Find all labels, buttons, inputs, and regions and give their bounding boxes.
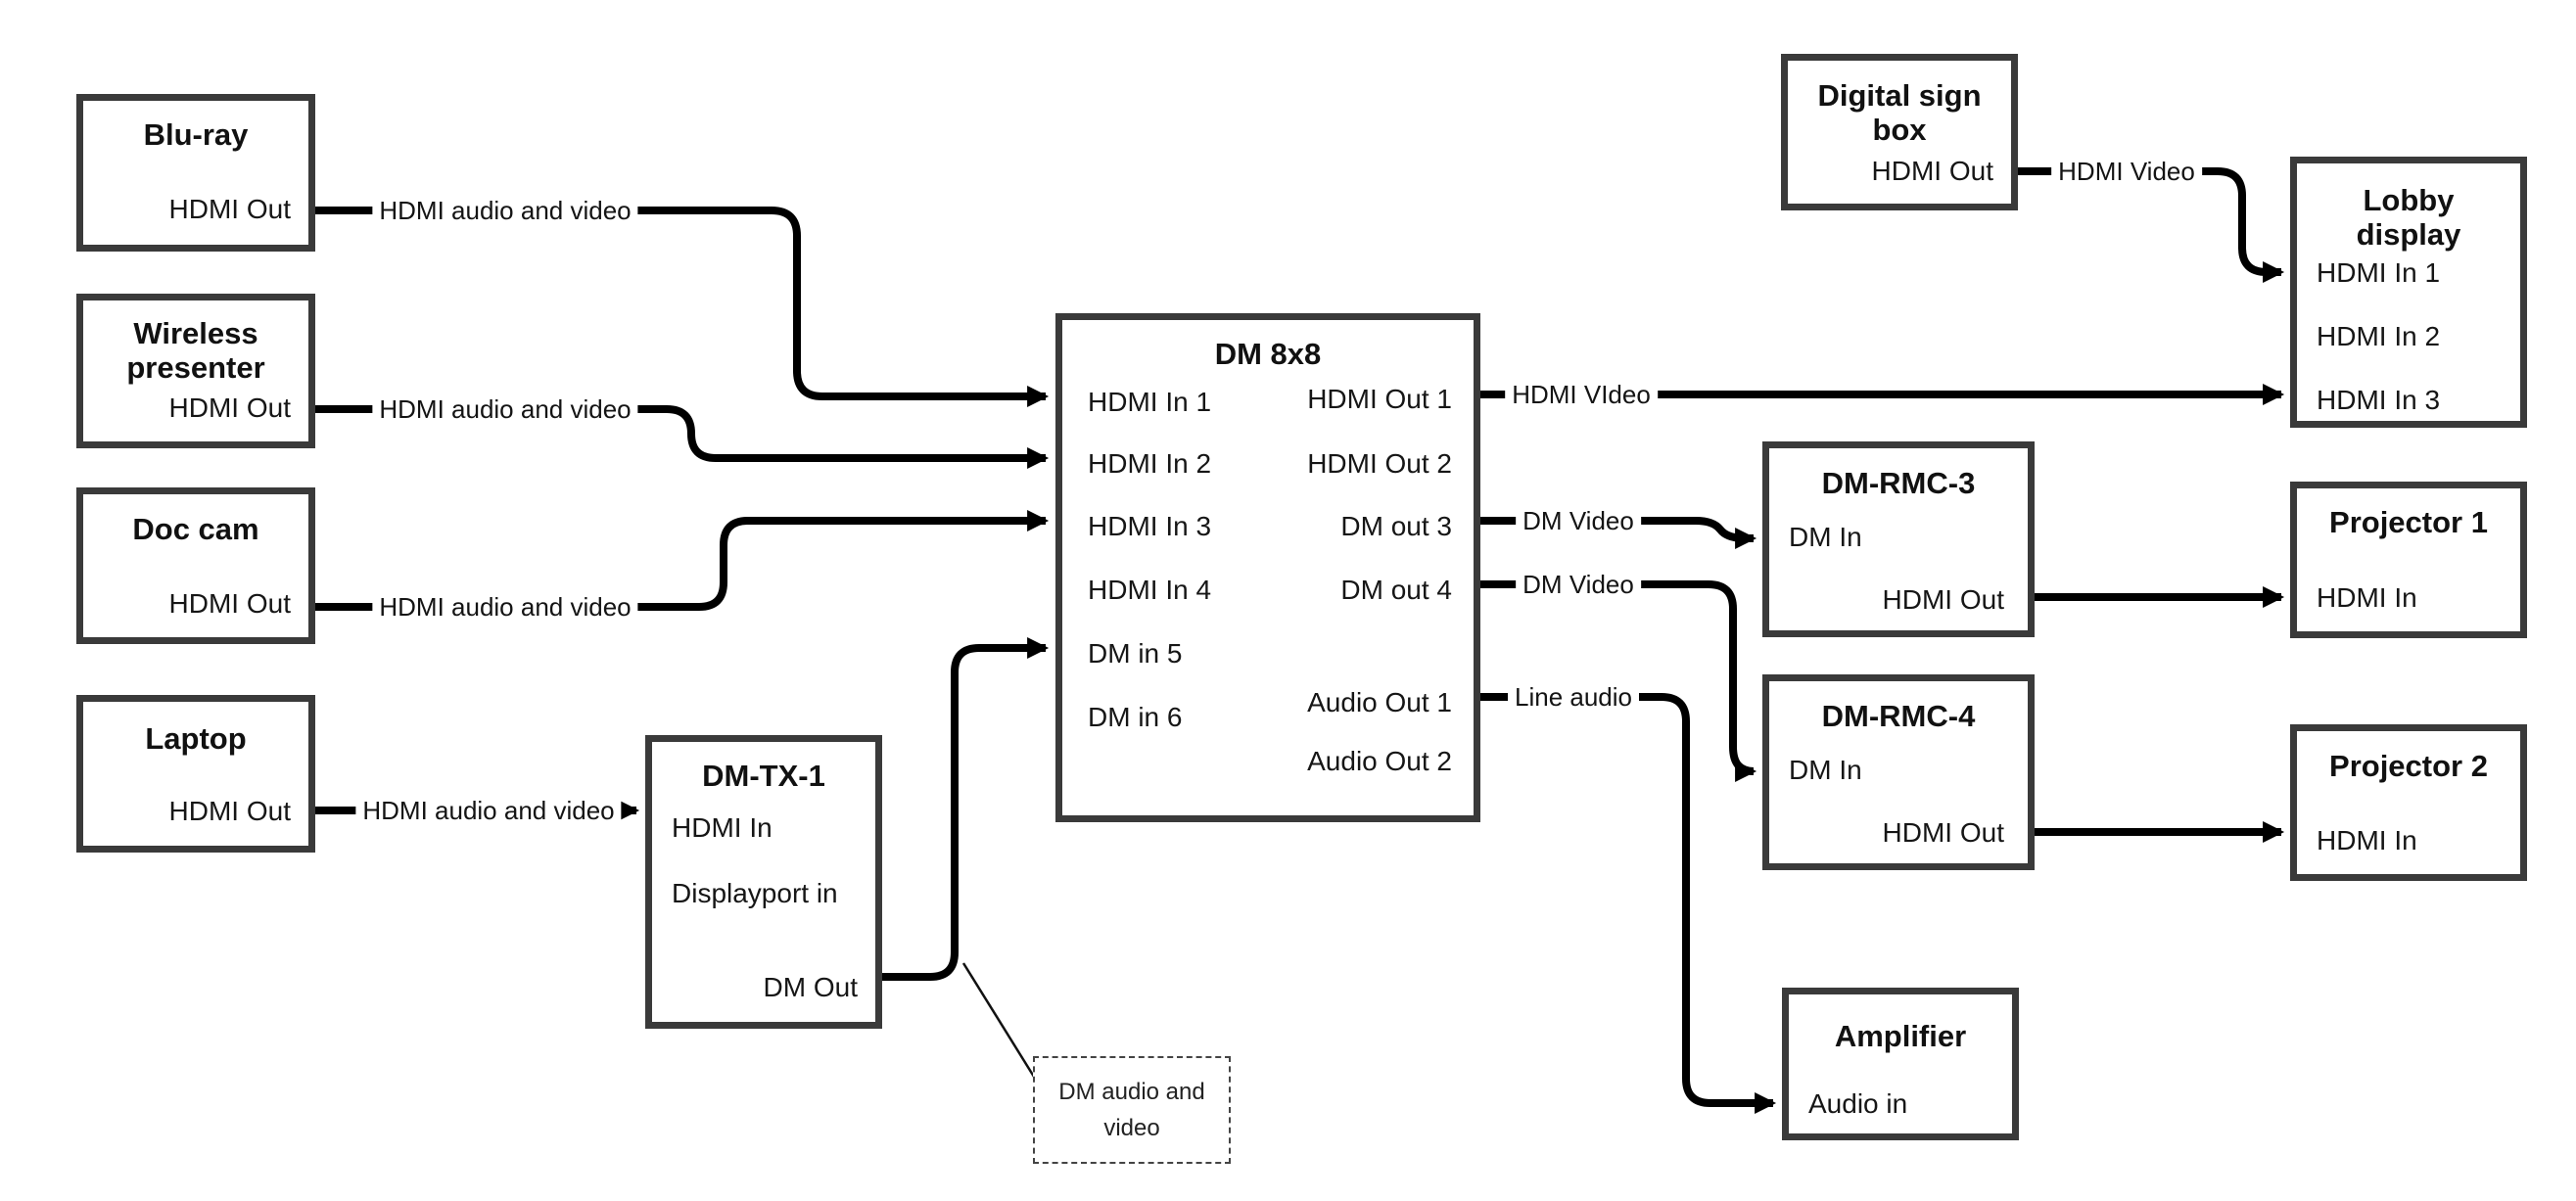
node-dm-8x8-port-audio-out-2: Audio Out 2 [1307, 746, 1452, 776]
node-dm-8x8-port-dm-out-4: DM out 4 [1340, 575, 1452, 605]
cable-dm8x8-dmout4-to-dmrmc4-dm-in [1480, 580, 1757, 782]
node-projector-2-title: Projector 2 [2329, 749, 2488, 783]
node-dm-8x8-port-dm-in-5: DM in 5 [1088, 638, 1183, 669]
node-dm-8x8-port-audio-out-1: Audio Out 1 [1307, 687, 1452, 717]
edge-label-bluray-hdmi-av: HDMI audio and video [372, 196, 638, 225]
cable-digitalsign-to-lobby-hdmi-in1 [2018, 167, 2285, 283]
edge-label-laptop-hdmi-av: HDMI audio and video [355, 796, 622, 825]
node-dm-8x8-title: DM 8x8 [1214, 337, 1322, 371]
node-wireless-presenter: Wireless presenter HDMI Out [76, 294, 315, 448]
node-laptop-title: Laptop [145, 721, 247, 756]
cable-wireless-to-dm8x8-hdmi-in2 [315, 405, 1050, 469]
node-dm-8x8: DM 8x8 HDMI In 1 HDMI In 2 HDMI In 3 HDM… [1055, 313, 1480, 822]
node-dm-8x8-port-hdmi-in-2: HDMI In 2 [1088, 448, 1212, 479]
note-leader-line [961, 962, 1036, 1078]
node-projector-1-port-hdmi-in: HDMI In [2317, 582, 2417, 613]
node-dm-8x8-port-hdmi-out-2: HDMI Out 2 [1307, 448, 1452, 479]
node-projector-1: Projector 1 HDMI In [2290, 482, 2527, 638]
node-projector-1-title: Projector 1 [2329, 505, 2488, 539]
node-wireless-presenter-title: Wireless presenter [126, 316, 265, 385]
cable-dmtx1-dmout-to-dm8x8-dm-in5 [882, 637, 1050, 981]
node-dm-8x8-port-dm-out-3: DM out 3 [1340, 511, 1452, 541]
node-dm-rmc-4-port-hdmi-out: HDMI Out [1882, 817, 2004, 848]
node-dm-rmc-4: DM-RMC-4 DM In HDMI Out [1762, 674, 2035, 870]
node-bluray-port-hdmi-out: HDMI Out [168, 194, 291, 224]
node-digital-sign-port-hdmi-out: HDMI Out [1871, 156, 1993, 186]
node-lobby-display: Lobby display HDMI In 1 HDMI In 2 HDMI I… [2290, 157, 2527, 428]
edge-label-digitalsign-hdmi-video: HDMI Video [2051, 157, 2202, 186]
cable-doccam-to-dm8x8-hdmi-in3 [315, 510, 1050, 611]
node-dm-rmc-3-port-hdmi-out: HDMI Out [1882, 584, 2004, 615]
node-projector-2: Projector 2 HDMI In [2290, 724, 2527, 881]
node-doc-cam: Doc cam HDMI Out [76, 487, 315, 644]
edge-label-dm-video-out4: DM Video [1516, 570, 1641, 599]
node-dm-tx-1-title: DM-TX-1 [702, 759, 825, 793]
node-doc-cam-title: Doc cam [132, 512, 259, 546]
node-dm-rmc-4-title: DM-RMC-4 [1821, 699, 1976, 733]
edge-label-dm-video-out3: DM Video [1516, 506, 1641, 535]
node-dm-8x8-port-hdmi-in-4: HDMI In 4 [1088, 575, 1212, 605]
edge-label-line-audio: Line audio [1508, 682, 1639, 712]
node-lobby-port-hdmi-in-3: HDMI In 3 [2317, 385, 2441, 415]
node-dm-tx-1: DM-TX-1 HDMI In Displayport in DM Out [645, 735, 882, 1029]
node-dm-rmc-4-port-dm-in: DM In [1789, 755, 1862, 785]
node-amplifier: Amplifier Audio in [1782, 988, 2019, 1140]
node-projector-2-port-hdmi-in: HDMI In [2317, 825, 2417, 855]
cable-dm8x8-dmout3-to-dmrmc3-dm-in [1480, 517, 1757, 549]
node-doc-cam-port-hdmi-out: HDMI Out [168, 588, 291, 619]
node-lobby-port-hdmi-in-1: HDMI In 1 [2317, 257, 2441, 288]
node-dm-tx-1-port-dm-out: DM Out [763, 972, 858, 1002]
node-wireless-port-hdmi-out: HDMI Out [168, 393, 291, 423]
edge-label-doccam-hdmi-av: HDMI audio and video [372, 592, 638, 622]
node-dm-8x8-port-hdmi-in-1: HDMI In 1 [1088, 387, 1212, 417]
edge-label-wireless-hdmi-av: HDMI audio and video [372, 394, 638, 424]
node-dm-tx-1-port-hdmi-in: HDMI In [672, 812, 773, 843]
node-laptop: Laptop HDMI Out [76, 695, 315, 853]
node-lobby-port-hdmi-in-2: HDMI In 2 [2317, 321, 2441, 351]
node-digital-sign-box-title: Digital sign box [1817, 78, 1982, 147]
node-laptop-port-hdmi-out: HDMI Out [168, 796, 291, 826]
node-amplifier-port-audio-in: Audio in [1808, 1088, 1908, 1119]
cable-bluray-to-dm8x8-hdmi-in1 [315, 207, 1050, 407]
node-dm-rmc-3: DM-RMC-3 DM In HDMI Out [1762, 441, 2035, 637]
cable-dm8x8-audioout1-to-amplifier-audio-in [1480, 693, 1777, 1114]
node-dm-8x8-port-hdmi-out-1: HDMI Out 1 [1307, 384, 1452, 414]
node-digital-sign-box: Digital sign box HDMI Out [1781, 54, 2018, 210]
node-amplifier-title: Amplifier [1834, 1019, 1967, 1053]
node-dm-8x8-port-hdmi-in-3: HDMI In 3 [1088, 511, 1212, 541]
edge-label-hdmi-video-out1: HDMI VIdeo [1505, 380, 1658, 409]
node-lobby-display-title: Lobby display [2356, 183, 2461, 252]
note-dm-audio-and-video: DM audio and video [1033, 1056, 1231, 1164]
node-dm-rmc-3-port-dm-in: DM In [1789, 522, 1862, 552]
node-bluray: Blu-ray HDMI Out [76, 94, 315, 252]
node-dm-tx-1-port-displayport-in: Displayport in [672, 878, 838, 908]
node-dm-8x8-port-dm-in-6: DM in 6 [1088, 702, 1183, 732]
node-dm-rmc-3-title: DM-RMC-3 [1821, 466, 1976, 500]
node-bluray-title: Blu-ray [143, 117, 249, 152]
